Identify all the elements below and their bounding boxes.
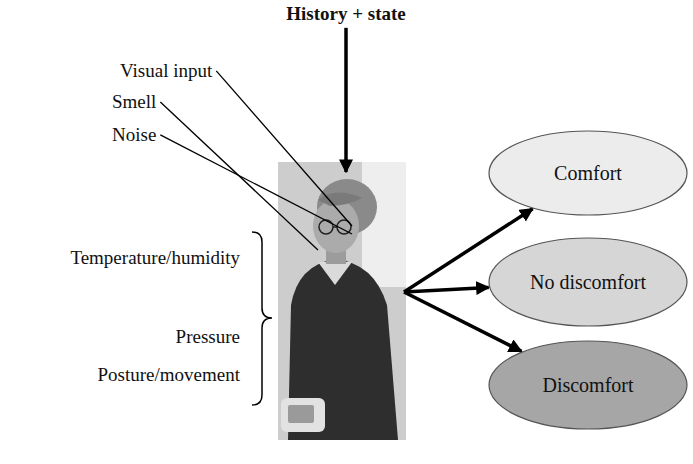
ellipse-shape: [489, 238, 687, 326]
leader-line: [216, 71, 352, 226]
input-label: Smell: [112, 91, 156, 113]
person-glasses: [319, 220, 333, 234]
input-label: Pressure: [176, 326, 240, 348]
person-hands: [281, 398, 325, 432]
ellipse-shape: [489, 341, 687, 429]
state-label: Discomfort: [542, 374, 633, 397]
input-label: Noise: [112, 124, 156, 146]
person-jacket: [288, 259, 398, 440]
input-label: Visual input: [120, 60, 212, 82]
input-label: Posture/movement: [98, 364, 240, 386]
person-photo: [278, 162, 406, 440]
state-label: No discomfort: [530, 271, 646, 294]
outcome-ellipse: Comfort: [488, 130, 688, 216]
handheld-device: [288, 405, 314, 423]
influence-label: History + state: [286, 3, 406, 25]
photo-background: [278, 162, 406, 440]
influence-arrow: [344, 28, 348, 172]
line-group: [160, 28, 532, 352]
person-collar: [318, 262, 352, 285]
outcome-ellipse: No discomfort: [488, 237, 688, 327]
outcome-ellipse: Discomfort: [488, 340, 688, 430]
leader-line: [160, 135, 352, 234]
input-label: Temperature/humidity: [70, 247, 240, 269]
output-arrow: [404, 287, 489, 292]
ellipse-shape: [489, 131, 687, 215]
state-label: Comfort: [554, 162, 622, 185]
group-bracket: [252, 232, 272, 405]
